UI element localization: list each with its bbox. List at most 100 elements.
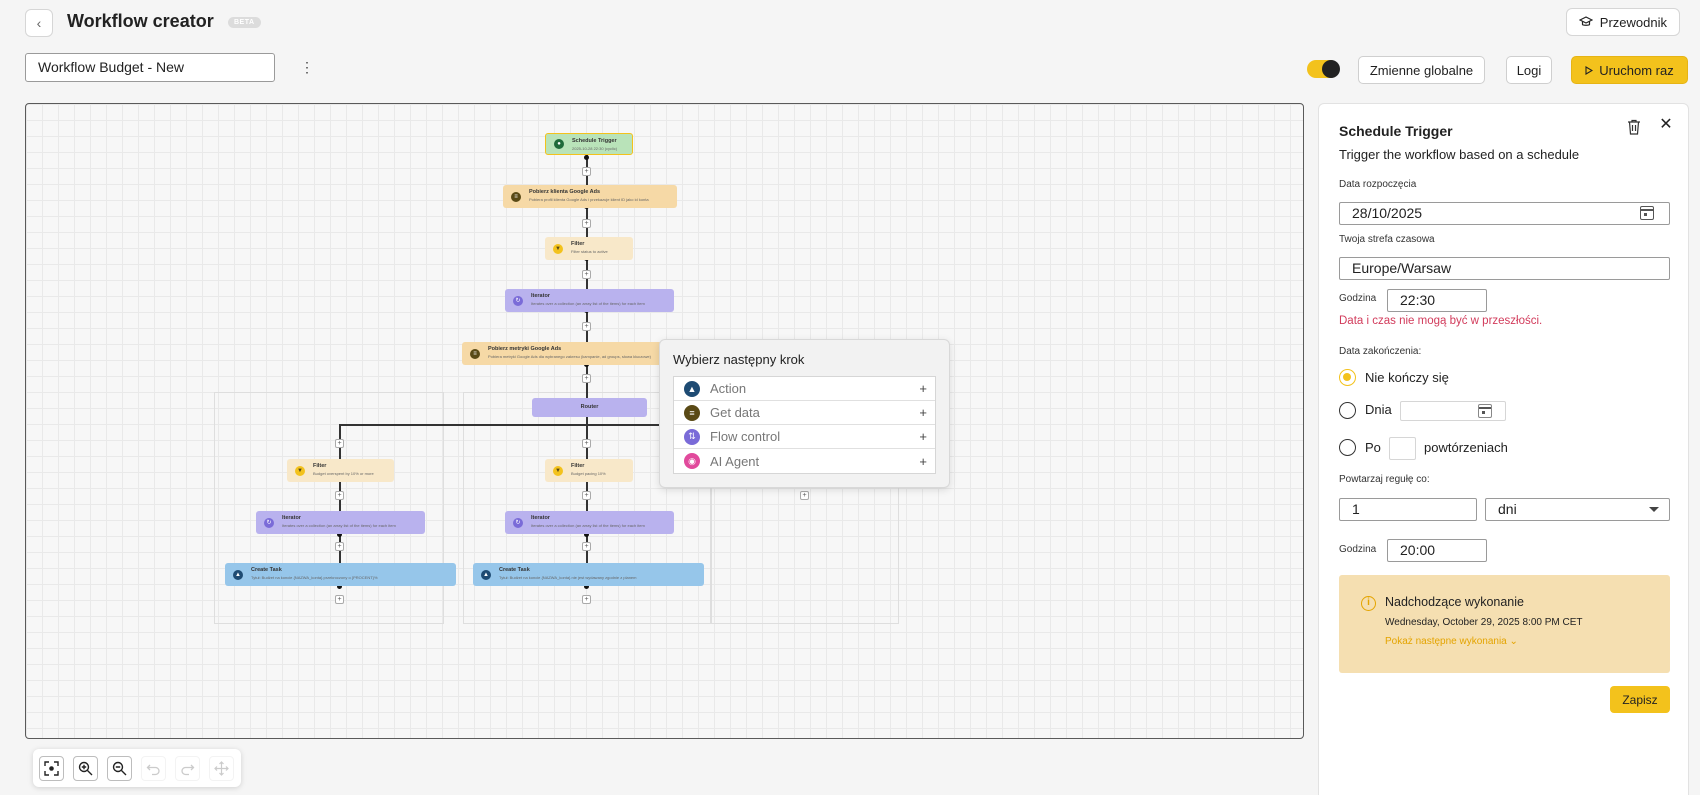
undo-icon xyxy=(146,764,160,775)
node-title: Pobierz metryki Google Ads xyxy=(488,346,562,352)
step-type-ai-agent[interactable]: ◉ AI Agent + xyxy=(674,449,935,473)
run-once-button[interactable]: Uruchom raz xyxy=(1571,56,1688,84)
start-date-input[interactable]: 28/10/2025 xyxy=(1339,202,1670,225)
trash-icon[interactable] xyxy=(1627,119,1641,135)
undo-button[interactable] xyxy=(141,755,166,781)
time-input[interactable]: 22:30 xyxy=(1387,289,1487,312)
guide-button[interactable]: Przewodnik xyxy=(1565,8,1680,36)
node-title: Iterator xyxy=(531,293,550,299)
node-create-task-left[interactable]: ▲ Create Task Tytuł: Budżet na koncie {N… xyxy=(225,563,456,586)
node-description: Tytuł: Budżet na koncie {NAZWA_konta} pr… xyxy=(251,575,378,580)
time-label: Godzina xyxy=(1339,293,1377,304)
timezone-input[interactable]: Europe/Warsaw xyxy=(1339,257,1670,280)
node-filter-middle[interactable]: ▼ Filter Budget pacing 10% xyxy=(545,459,633,482)
repetitions-input[interactable] xyxy=(1389,437,1416,460)
save-button[interactable]: Zapisz xyxy=(1610,686,1670,713)
node-create-task-middle[interactable]: ▲ Create Task Tytuł: Budżet na koncie {N… xyxy=(473,563,704,586)
node-iterator[interactable]: ↻ Iterator Iterates over a collection (a… xyxy=(505,289,674,312)
back-button[interactable]: ‹ xyxy=(25,9,53,37)
global-variables-button[interactable]: Zmienne globalne xyxy=(1358,56,1485,84)
node-description: Budget pacing 10% xyxy=(571,471,606,476)
step-type-label: Action xyxy=(710,381,747,396)
node-description: Iterates over a collection (an array lis… xyxy=(531,301,645,306)
node-get-google-ads-client[interactable]: ≡ Pobierz klienta Google Ads Pobiera pro… xyxy=(503,185,677,208)
node-description: Tytuł: Budżet na koncie {NAZWA_konta} ni… xyxy=(499,575,637,580)
workflow-canvas[interactable]: + + + + + + + + + + + + + + ● Schedule T… xyxy=(25,103,1304,739)
start-date-label: Data rozpoczęcia xyxy=(1339,179,1417,190)
node-get-google-ads-metrics[interactable]: ≡ Pobierz metryki Google Ads Pobiera met… xyxy=(462,342,662,365)
node-description: Filter status to active xyxy=(571,249,608,254)
node-settings-panel: Schedule Trigger Trigger the workflow ba… xyxy=(1318,103,1689,795)
node-schedule-trigger[interactable]: ● Schedule Trigger 2025-10-28 22:30 (cyc… xyxy=(545,133,633,155)
workflow-name-input[interactable]: Workflow Budget - New xyxy=(25,53,275,82)
add-step-button[interactable]: + xyxy=(582,322,591,331)
node-description: 2025-10-28 22:30 (cyclic) xyxy=(572,146,618,151)
add-step-button[interactable]: + xyxy=(335,491,344,500)
chevron-down-icon xyxy=(1649,507,1659,512)
add-step-button[interactable]: + xyxy=(335,542,344,551)
node-filter[interactable]: ▼ Filter Filter status to active xyxy=(545,237,633,260)
redo-button[interactable] xyxy=(175,755,200,781)
next-step-popup: Wybierz następny krok ▲ Action + ≡ Get d… xyxy=(659,339,950,488)
add-step-button[interactable]: + xyxy=(582,595,591,604)
node-filter-left[interactable]: ▼ Filter Budget overspent by 10% or more xyxy=(287,459,394,482)
connector-dot xyxy=(337,532,342,537)
calendar-icon[interactable] xyxy=(1640,206,1654,220)
add-step-button[interactable]: + xyxy=(582,219,591,228)
node-iterator-middle[interactable]: ↻ Iterator Iterates over a collection (a… xyxy=(505,511,674,534)
action-icon: ▲ xyxy=(684,380,700,397)
step-type-get-data[interactable]: ≡ Get data + xyxy=(674,401,935,425)
fit-view-button[interactable] xyxy=(39,755,64,781)
calendar-icon[interactable] xyxy=(1478,404,1492,418)
add-step-button[interactable]: + xyxy=(582,167,591,176)
radio-never-ends[interactable] xyxy=(1339,369,1356,386)
step-type-flow-control[interactable]: ⇅ Flow control + xyxy=(674,425,935,449)
run-once-label: Uruchom raz xyxy=(1599,62,1674,78)
node-title: Create Task xyxy=(251,567,282,573)
more-options-icon[interactable]: ⋮ xyxy=(300,59,314,75)
add-step-button[interactable]: + xyxy=(582,542,591,551)
node-iterator-left[interactable]: ↻ Iterator Iterates over a collection (a… xyxy=(256,511,425,534)
end-date-label: Data zakończenia: xyxy=(1339,346,1422,357)
logs-button[interactable]: Logi xyxy=(1506,56,1552,84)
step-type-label: Get data xyxy=(710,405,760,420)
step-type-action[interactable]: ▲ Action + xyxy=(674,377,935,401)
node-title: Schedule Trigger xyxy=(572,138,617,144)
workflow-active-toggle[interactable] xyxy=(1307,60,1340,78)
action-icon: ▲ xyxy=(233,569,243,580)
zoom-in-button[interactable] xyxy=(73,755,98,781)
show-next-runs-link[interactable]: Pokaż następne wykonania ⌄ xyxy=(1385,636,1518,647)
add-step-button[interactable]: + xyxy=(582,374,591,383)
add-step-button[interactable]: + xyxy=(582,491,591,500)
connector-dot xyxy=(584,532,589,537)
repeat-time-input[interactable]: 20:00 xyxy=(1387,539,1487,562)
database-icon: ≡ xyxy=(511,191,521,202)
connector-dot xyxy=(584,155,589,160)
plus-icon: + xyxy=(919,405,927,420)
move-icon xyxy=(214,760,229,776)
panel-title: Schedule Trigger xyxy=(1339,123,1453,139)
radio-end-on-day[interactable] xyxy=(1339,402,1356,419)
filter-icon: ▼ xyxy=(553,465,563,476)
end-on-day-label: Dnia xyxy=(1365,402,1392,417)
node-router[interactable]: Router xyxy=(532,398,647,417)
node-title: Create Task xyxy=(499,567,530,573)
add-step-button[interactable]: + xyxy=(582,439,591,448)
zoom-out-button[interactable] xyxy=(107,755,132,781)
add-step-button[interactable]: + xyxy=(335,595,344,604)
iterator-icon: ↻ xyxy=(264,517,274,528)
step-type-label: Flow control xyxy=(710,429,781,444)
add-step-button[interactable]: + xyxy=(335,439,344,448)
branch-group-left xyxy=(214,392,444,624)
add-step-button[interactable]: + xyxy=(582,270,591,279)
end-date-input[interactable] xyxy=(1400,401,1506,421)
repeat-unit-select[interactable]: dni xyxy=(1485,498,1670,521)
move-button[interactable] xyxy=(209,755,234,781)
close-icon[interactable]: ✕ xyxy=(1659,116,1673,133)
node-title: Iterator xyxy=(531,515,550,521)
node-title: Router xyxy=(580,404,599,410)
repeat-interval-input[interactable]: 1 xyxy=(1339,498,1477,521)
radio-end-after[interactable] xyxy=(1339,439,1356,456)
add-step-button[interactable]: + xyxy=(800,491,809,500)
toggle-knob xyxy=(1322,60,1340,78)
